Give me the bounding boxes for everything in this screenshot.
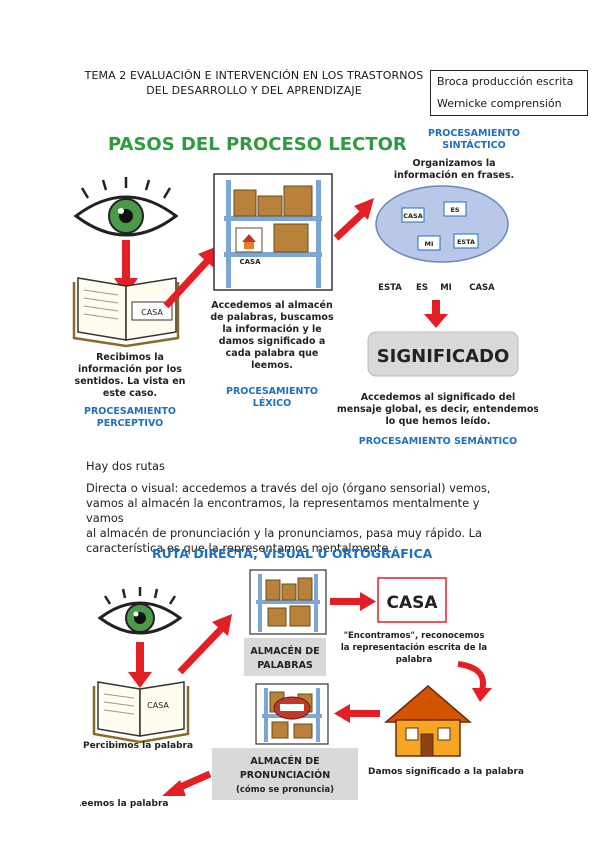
word-store-banner [244,638,326,676]
pronunciation-store-label: ALMACÉN DE PRONUNCIACIÓN (cómo se pronun… [236,755,334,795]
figure2-title: RUTA DIRECTA, VISUAL U ORTOGRÁFICA [152,546,433,561]
curved-arrow-to-house [457,661,492,702]
perceptive-description: Recibimos la información por los sentido… [75,352,186,399]
semantic-line: mensaje global, es decir, entendemos [337,404,538,415]
book-word: CASA [141,308,163,317]
routes-heading: Hay dos rutas [86,459,165,473]
perceptive-label: PROCESAMIENTO PERCEPTIVO [84,406,176,429]
sentence-oval [375,185,509,263]
lexical-line: de palabras, buscamos [210,312,334,323]
pronunciation-line: ALMACÉN DE [250,755,319,767]
lexical-line: damos significado a [219,336,325,347]
lexical-line: leemos. [251,360,293,371]
syntactic-description: Organizamos la información en frases. [394,158,514,181]
arrow-eye-to-book [128,642,152,688]
word-card: ESTA [457,238,475,246]
eye-icon [73,177,179,237]
lexical-description: Accedemos al almacén de palabras, buscam… [210,300,334,371]
pronunciation-store-banner [212,748,358,800]
sentence-word: MI [440,283,452,293]
written-word: CASA [386,593,438,613]
syntactic-label-line: PROCESAMIENTO [428,128,520,139]
lexical-line: cada palabra que [226,348,319,359]
syntactic-label: PROCESAMIENTO SINTÁCTICO [428,128,520,151]
word-card: ES [450,206,459,214]
reading-process-figure: PASOS DEL PROCESO LECTOR CASA Recibimos … [72,128,538,447]
house-icon [383,685,473,757]
arrow-store-to-word [330,592,376,611]
perceptive-line: información por los [78,364,182,375]
document-header: TEMA 2 EVALUACIÓN E INTERVENCIÓN EN LOS … [84,68,424,98]
note-line1: Broca producción escrita [437,75,574,88]
arrow-book-to-shelf [163,246,218,309]
lexical-label: PROCESAMIENTO LÉXICO [226,386,318,409]
word-store-shelf-icon [249,569,327,635]
pronunciation-line: PRONUNCIACIÓN [240,769,330,781]
word-card: MI [425,240,434,248]
syntactic-label-line: SINTÁCTICO [442,139,505,151]
syntactic-line: Organizamos la [413,158,496,169]
semantic-line: lo que hemos leído. [386,416,491,427]
word-store-shelf-icon [213,173,333,291]
paragraph-line: vamos al almacén la encontramos, la repr… [86,496,480,525]
book-word: CASA [147,701,169,710]
perceptive-line: sentidos. La vista en [75,376,186,387]
sentence-word: ESTA [378,283,402,293]
word-store-line: PALABRAS [257,660,313,671]
perceive-caption: Percibimos la palabra [83,741,193,751]
perceptive-label-line: PERCEPTIVO [97,418,163,429]
paragraph-line: característica es que la representamos m… [86,541,393,555]
read-caption: Leemos la palabra [80,799,168,809]
syntactic-line: información en frases. [394,170,514,181]
book-icon [92,681,190,744]
word-cards: CASA ES MI ESTA [401,201,479,251]
lexical-label-line: PROCESAMIENTO [226,386,318,397]
arrow-sentence-to-meaning [424,300,448,328]
header-title-line1: TEMA 2 EVALUACIÓN E INTERVENCIÓN EN LOS … [84,69,424,82]
recognition-line: palabra [396,655,433,665]
note-box: Broca producción escrita Wernicke compre… [430,70,588,116]
pronunciation-store-icon [255,683,329,745]
word-store-line: ALMACÉN DE [250,645,319,657]
lexical-line: Accedemos al almacén [211,300,333,311]
arrow-book-to-store [177,614,232,675]
header-title-line2: DEL DESARROLLO Y DEL APRENDIZAJE [146,84,362,97]
paragraph-line: al almacén de pronunciación y la pronunc… [86,526,483,540]
shelf-tag: CASA [239,258,261,266]
semantic-line: Accedemos al significado del [361,392,516,403]
semantic-label: PROCESAMIENTO SEMÁNTICO [359,435,517,447]
meaning-caption: Damos significado a la palabra [368,767,524,777]
perceptive-label-line: PROCESAMIENTO [84,406,176,417]
pronunciation-line: (cómo se pronuncia) [236,784,334,795]
word-store-label: ALMACÉN DE PALABRAS [250,645,319,671]
recognition-description: "Encontramos", reconocemos la representa… [341,631,488,665]
meaning-title: SIGNIFICADO [377,346,510,367]
lexical-label-line: LÉXICO [253,397,291,409]
meaning-banner [367,331,519,377]
recognition-line: "Encontramos", reconocemos [344,631,485,641]
figure1-title: PASOS DEL PROCESO LECTOR [108,134,407,155]
recognition-line: la representación escrita de la [341,642,488,653]
perceptive-line: este caso. [103,388,157,399]
sentence-word: ES [416,283,428,293]
arrow-shelf-to-sentences [333,198,374,241]
routes-paragraph: Directa o visual: accedemos a través del… [86,481,506,556]
eye-icon [97,587,183,635]
written-word-box [377,577,447,623]
semantic-description: Accedemos al significado del mensaje glo… [337,392,538,427]
sentence-word: CASA [469,283,495,293]
note-line2: Wernicke comprensión [437,97,562,110]
direct-route-figure: RUTA DIRECTA, VISUAL U ORTOGRÁFICA CASA … [80,546,524,809]
arrow-house-to-pronunciation [334,704,380,723]
word-card: CASA [403,212,423,220]
ordered-sentence: ESTA ES MI CASA [378,283,495,293]
perceptive-line: Recibimos la [96,352,164,363]
lexical-line: la información y le [222,324,321,335]
paragraph-line: Directa o visual: accedemos a través del… [86,481,491,495]
arrow-to-read [162,770,212,796]
